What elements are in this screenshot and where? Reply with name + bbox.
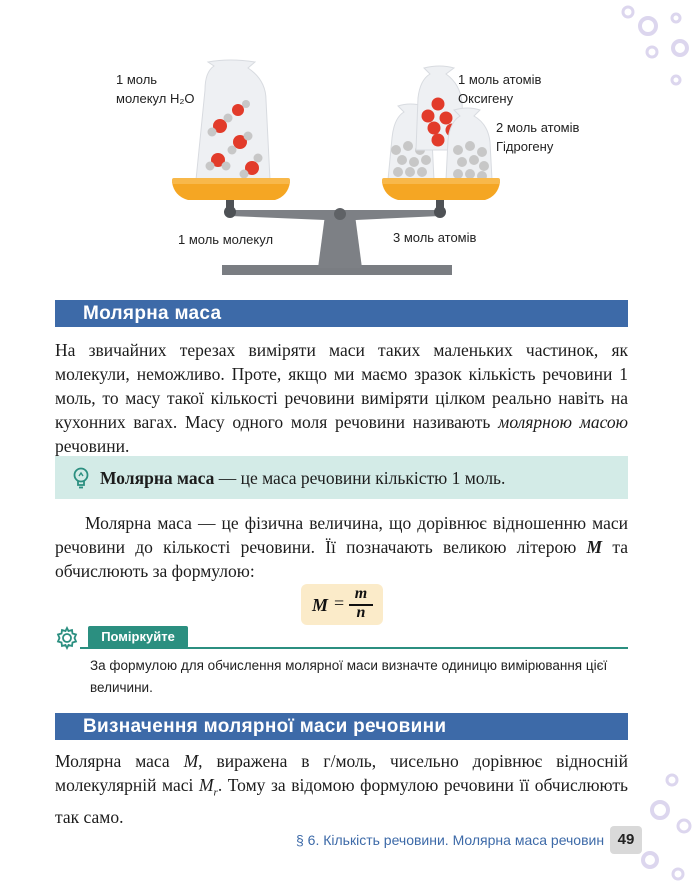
formula-equals: = (334, 593, 345, 613)
definition-term: Молярна маса (100, 468, 215, 488)
section-title: Молярна маса (83, 303, 222, 324)
hydrogen-label: 2 моль атомів Гідрогену (496, 118, 579, 156)
section-header-molar-mass: Молярна маса (55, 300, 628, 327)
left-bag-label-line1: 1 моль (116, 72, 158, 87)
molar-mass-formula: M = m n (301, 584, 383, 625)
think-divider (80, 647, 628, 649)
formula-intro-paragraph: Молярна маса — це фізична величина, що д… (55, 513, 628, 581)
water-molecules-bag (195, 59, 271, 181)
formula-denominator: n (356, 604, 366, 621)
oxygen-label-line2: Оксигену (458, 91, 514, 106)
right-pan-caption: 3 моль атомів (393, 230, 477, 245)
symbol-Mr-subscript: r (213, 786, 218, 799)
definition-text: Молярна маса — це маса речовини кількіст… (100, 468, 506, 488)
think-badge: Поміркуйте (88, 626, 188, 648)
running-footer: § 6. Кількість речовини. Молярна маса ре… (296, 832, 605, 848)
section-header-determination: Визначення молярної маси речовини (55, 713, 628, 740)
page-number: 49 (610, 826, 642, 854)
symbol-Mr: M (198, 775, 214, 795)
oxygen-label-line1: 1 моль атомів (458, 72, 542, 87)
intro-paragraph: На звичайних терезах виміряти маси таких… (55, 340, 629, 456)
determination-paragraph: Молярна маса M, виражена в г/моль, чисел… (55, 751, 629, 827)
balance-scale-illustration: 1 моль молекул H₂O 1 моль атомів Оксиген… (0, 0, 695, 290)
atoms-bags (387, 65, 493, 181)
emphasized-term: молярною масою (498, 412, 629, 432)
oxygen-label: 1 моль атомів Оксигену (458, 70, 541, 108)
formula-numerator: m (354, 585, 368, 602)
definition-box: Молярна маса — це маса речовини кількіст… (55, 456, 628, 499)
left-pan-caption: 1 моль молекул (178, 232, 274, 247)
hydrogen-label-line2: Гідрогену (496, 139, 554, 154)
decorative-circles-bottom (641, 773, 692, 881)
gear-icon (56, 626, 78, 650)
hydrogen-label-line1: 2 моль атомів (496, 120, 580, 135)
think-question: За формулою для обчислення молярної маси… (90, 658, 608, 695)
molar-mass-symbol: M (586, 537, 603, 557)
formula-lhs: M (312, 595, 329, 615)
fraction-bar (349, 604, 373, 606)
section-title: Визначення молярної маси речовини (83, 716, 447, 737)
symbol-M: M (183, 751, 199, 771)
balance-scale-drawing (172, 59, 500, 275)
bulb-icon (73, 467, 89, 489)
left-bag-label: 1 моль молекул H₂O (116, 70, 195, 108)
left-bag-label-line2: молекул H₂O (116, 91, 195, 106)
decorative-circles-top (621, 5, 689, 86)
